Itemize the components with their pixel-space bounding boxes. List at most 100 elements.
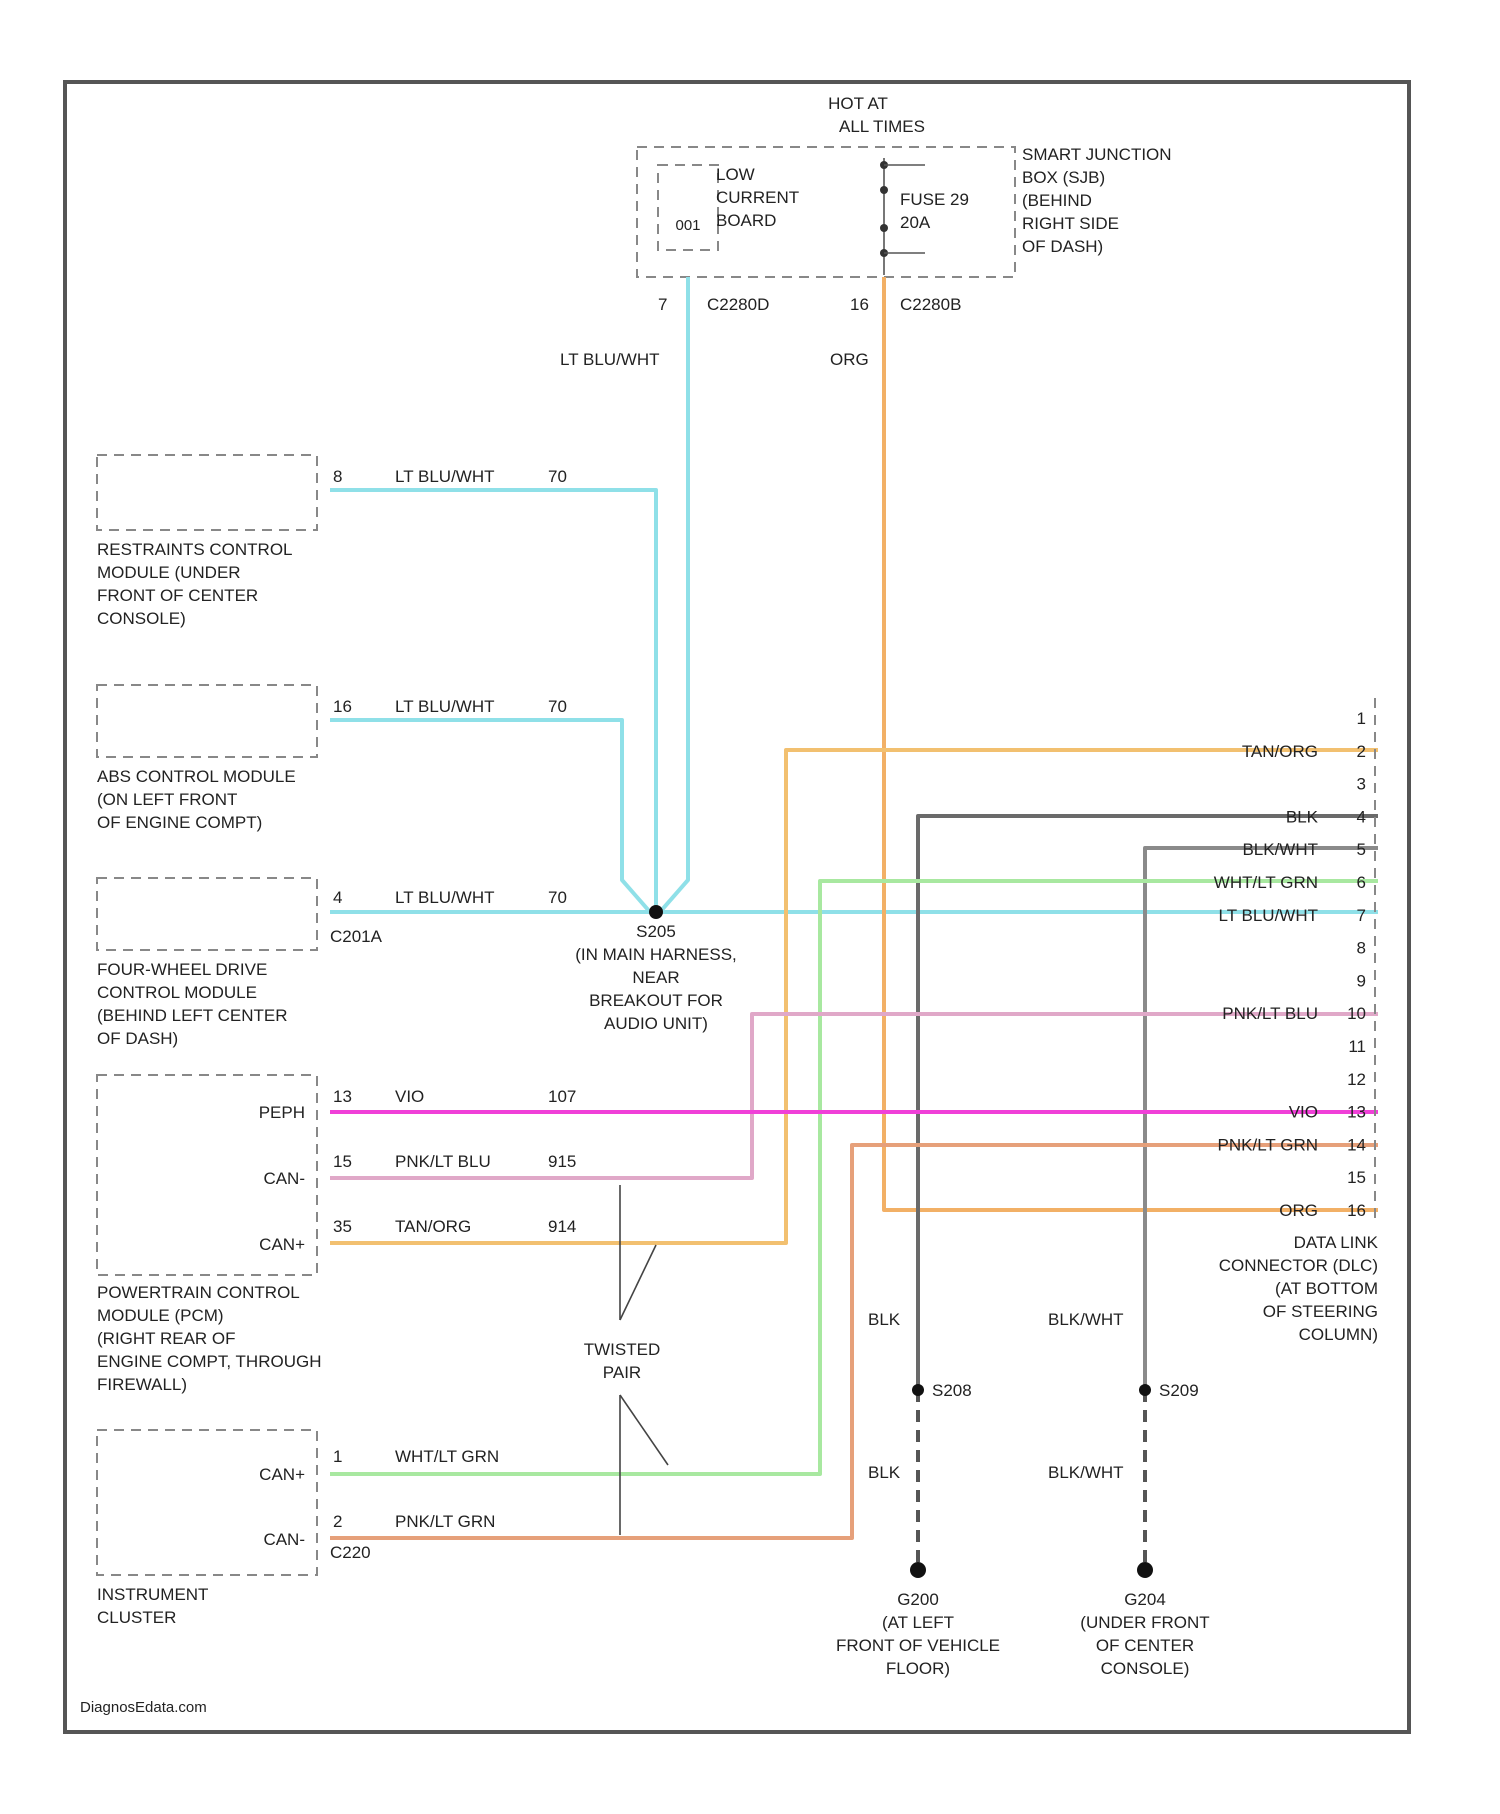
ground2-splice-id: S209 [1159, 1381, 1199, 1400]
splice-s205-label-2: NEAR [632, 968, 679, 987]
fwd-label-4: OF DASH) [97, 1029, 178, 1048]
ipc-row-color: WHT/LT GRN [395, 1447, 499, 1466]
pcm-label-3: (RIGHT REAR OF [97, 1329, 236, 1348]
ground2-wire-upper: BLK/WHT [1048, 1310, 1124, 1329]
ipc-label-2: CLUSTER [97, 1608, 176, 1627]
fwd-connector: C201A [330, 927, 383, 946]
abs-pin: 16 [333, 697, 352, 716]
ipc-row-can-plus: CAN+ 1 WHT/LT GRN [259, 1447, 499, 1484]
dlc-pin-number: 7 [1357, 906, 1366, 925]
pcm-row-name: CAN+ [259, 1235, 305, 1254]
fwd-wire-color: LT BLU/WHT [395, 888, 495, 907]
four-wheel-drive-control-module [97, 878, 317, 950]
ground1-splice-id: S208 [932, 1381, 972, 1400]
sjb-label-3: (BEHIND [1022, 191, 1092, 210]
sjb-pin-right: 16 [850, 295, 869, 314]
ipc-row-name: CAN- [263, 1530, 305, 1549]
lcb-down-wire-label: LT BLU/WHT [560, 350, 660, 369]
abs-circuit: 70 [548, 697, 567, 716]
hot-at-all-times-line1: HOT AT [828, 94, 888, 113]
dlc-pin-number: 13 [1347, 1103, 1366, 1122]
pcm-row-circuit: 915 [548, 1152, 576, 1171]
fuse-down-wire-label: ORG [830, 350, 869, 369]
rcm-pin: 8 [333, 467, 342, 486]
dlc-wire-color-label: BLK/WHT [1242, 840, 1318, 859]
dlc-wire-color-label: ORG [1279, 1201, 1318, 1220]
ipc-label-1: INSTRUMENT [97, 1585, 208, 1604]
twisted-pair-label-2: PAIR [603, 1363, 641, 1382]
dlc-pin-number: 12 [1347, 1070, 1366, 1089]
pcm-row-peph: PEPH 13 VIO 107 [259, 1087, 577, 1122]
dlc-wire-color-label: PNK/LT GRN [1218, 1135, 1318, 1154]
low-current-board [658, 165, 718, 250]
watermark: DiagnosEdata.com [80, 1699, 207, 1716]
ground2-label-2: OF CENTER [1096, 1636, 1194, 1655]
ground2-label-3: CONSOLE) [1101, 1659, 1190, 1678]
sjb-label-1: SMART JUNCTION [1022, 145, 1172, 164]
splice-s205-id: S205 [636, 922, 676, 941]
sjb-label-2: BOX (SJB) [1022, 168, 1105, 187]
dlc-pin-number: 3 [1357, 775, 1366, 794]
ground1-label-3: FLOOR) [886, 1659, 950, 1678]
pcm-row-color: PNK/LT BLU [395, 1152, 491, 1171]
pcm-row-circuit: 914 [548, 1217, 576, 1236]
fwd-label-1: FOUR-WHEEL DRIVE [97, 960, 267, 979]
dlc-wire-color-label: PNK/LT BLU [1222, 1004, 1318, 1023]
dlc-pin-number: 1 [1357, 709, 1366, 728]
rcm-label-2: MODULE (UNDER [97, 563, 241, 582]
dlc-pin-number: 15 [1347, 1168, 1366, 1187]
ipc-row-pin: 2 [333, 1512, 342, 1531]
ground1-wire-upper: BLK [868, 1310, 901, 1329]
dlc-wire-color-label: TAN/ORG [1242, 742, 1318, 761]
sjb-conn-right: C2280B [900, 295, 961, 314]
ground1-wire-lower: BLK [868, 1463, 901, 1482]
splice-s205-label-3: BREAKOUT FOR [589, 991, 723, 1010]
ground2-splice-dot [1139, 1384, 1151, 1396]
pcm-label-4: ENGINE COMPT, THROUGH [97, 1352, 321, 1371]
rcm-circuit: 70 [548, 467, 567, 486]
dlc-pin-number: 6 [1357, 873, 1366, 892]
fwd-label-2: CONTROL MODULE [97, 983, 257, 1002]
wire-ipc-canminus-to-dlc14 [330, 1145, 1378, 1538]
ipc-row-color: PNK/LT GRN [395, 1512, 495, 1531]
dlc-wire-color-label: BLK [1286, 807, 1319, 826]
rcm-wire-color: LT BLU/WHT [395, 467, 495, 486]
fwd-circuit: 70 [548, 888, 567, 907]
ground1-label-1: (AT LEFT [882, 1613, 954, 1632]
ipc-row-pin: 1 [333, 1447, 342, 1466]
rcm-label-1: RESTRAINTS CONTROL [97, 540, 293, 559]
dlc-pin-number: 9 [1357, 971, 1366, 990]
dlc-pin-number: 16 [1347, 1201, 1366, 1220]
ground1-ground-dot [910, 1562, 926, 1578]
dlc-wire-color-label: WHT/LT GRN [1214, 873, 1318, 892]
fuse-node-mid [880, 186, 888, 194]
dlc-pin-number: 5 [1357, 840, 1366, 859]
sjb-label-4: RIGHT SIDE [1022, 214, 1119, 233]
abs-label-2: (ON LEFT FRONT [97, 790, 237, 809]
lcb-label-1: LOW [716, 165, 755, 184]
dlc-label-4: OF STEERING [1263, 1302, 1378, 1321]
twisted-pair-marker [620, 1185, 668, 1535]
restraints-control-module [97, 455, 317, 530]
sjb-pin-left: 7 [658, 295, 667, 314]
pcm-label-5: FIREWALL) [97, 1375, 187, 1394]
ipc-connector: C220 [330, 1543, 371, 1562]
ground1-splice-dot [912, 1384, 924, 1396]
pcm-row-pin: 13 [333, 1087, 352, 1106]
abs-label-1: ABS CONTROL MODULE [97, 767, 296, 786]
ground2-label-1: (UNDER FRONT [1080, 1613, 1209, 1632]
pcm-row-pin: 35 [333, 1217, 352, 1236]
fuse-label-1: FUSE 29 [900, 190, 969, 209]
dlc-pin-number: 11 [1348, 1037, 1366, 1056]
sjb-conn-left: C2280D [707, 295, 769, 314]
pcm-row-can-plus: CAN+ 35 TAN/ORG 914 [259, 1217, 576, 1254]
dlc-wire-color-label: VIO [1289, 1103, 1318, 1122]
diagram-frame [65, 82, 1409, 1732]
pcm-row-color: VIO [395, 1087, 424, 1106]
ground1-id: G200 [897, 1590, 939, 1609]
rcm-label-3: FRONT OF CENTER [97, 586, 258, 605]
twisted-pair-label-1: TWISTED [584, 1340, 661, 1359]
splice-s205-dot [649, 905, 663, 919]
